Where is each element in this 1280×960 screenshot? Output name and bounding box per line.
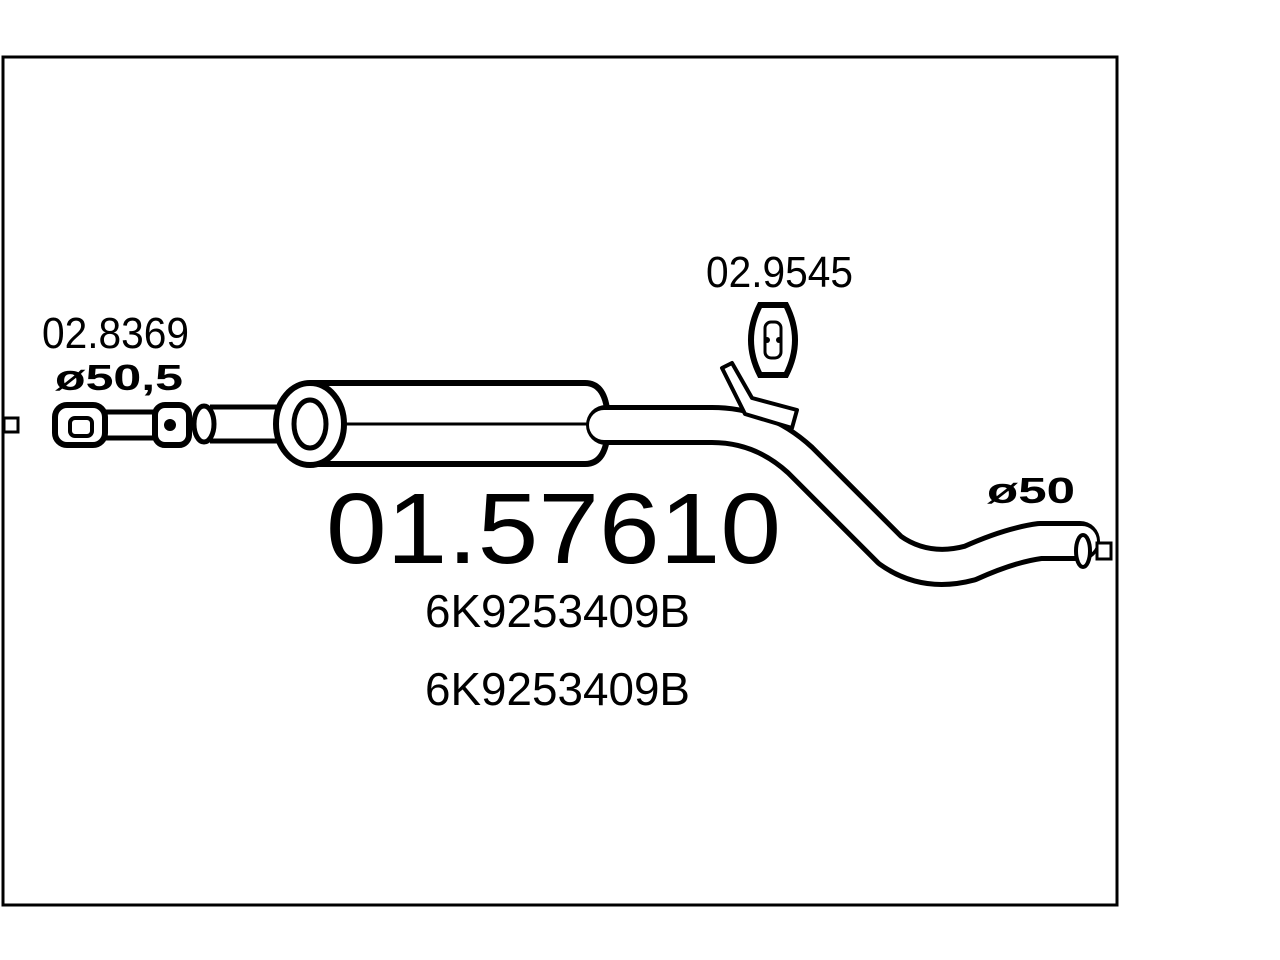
connector-part-code: 02.8369: [42, 309, 189, 358]
drawing-frame: [1, 55, 1119, 907]
oe-reference-2: 6K9253409B: [425, 663, 690, 715]
tail-pipe: [586, 405, 1100, 587]
main-part-number: 01.57610: [326, 473, 781, 585]
inlet-pipe-opening: [191, 403, 217, 445]
inlet-end-marker: [2, 416, 20, 434]
muffler-body: [273, 380, 612, 468]
connector-diameter-label: ø50,5: [55, 357, 183, 398]
connector-clamp: [52, 402, 192, 448]
hanger-bracket: [720, 361, 799, 430]
outlet-end-marker: [1095, 541, 1113, 561]
mount-part-code: 02.9545: [706, 248, 853, 297]
rubber-mount: [748, 302, 798, 378]
outlet-pipe-opening: [1074, 533, 1092, 569]
outlet-diameter-label: ø50: [987, 470, 1075, 511]
oe-reference-1: 6K9253409B: [425, 585, 690, 637]
